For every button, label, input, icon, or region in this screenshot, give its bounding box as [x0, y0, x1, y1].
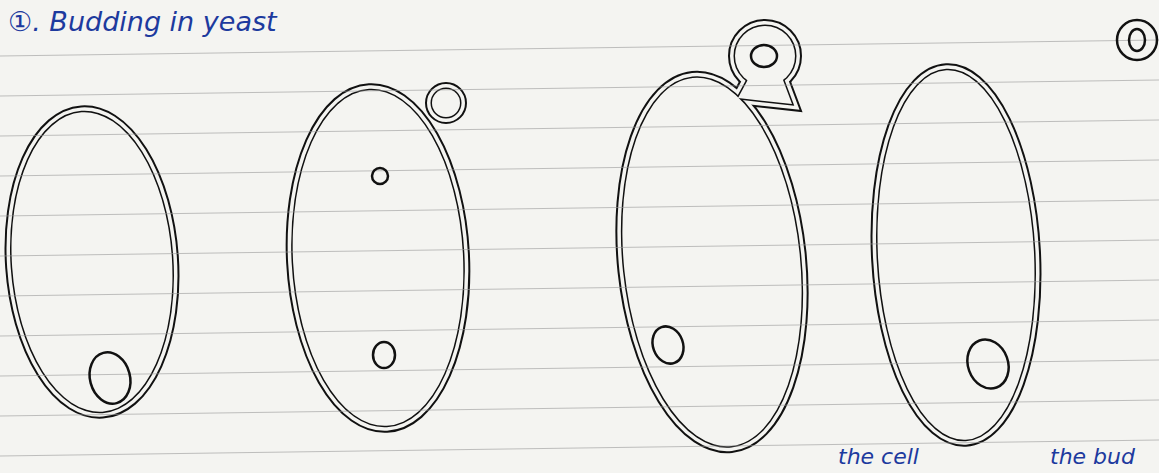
ruled-lines — [0, 40, 1159, 456]
title: ①. Budding in yeast — [8, 6, 277, 37]
bud-double-ring — [1117, 20, 1157, 60]
note-text: the cell — [838, 444, 919, 469]
yeast-cell — [2, 107, 183, 417]
yeast-cell — [605, 26, 819, 455]
nuclei — [84, 29, 1145, 408]
yeast-cell — [284, 86, 471, 430]
note-text: the bud — [1050, 444, 1135, 469]
